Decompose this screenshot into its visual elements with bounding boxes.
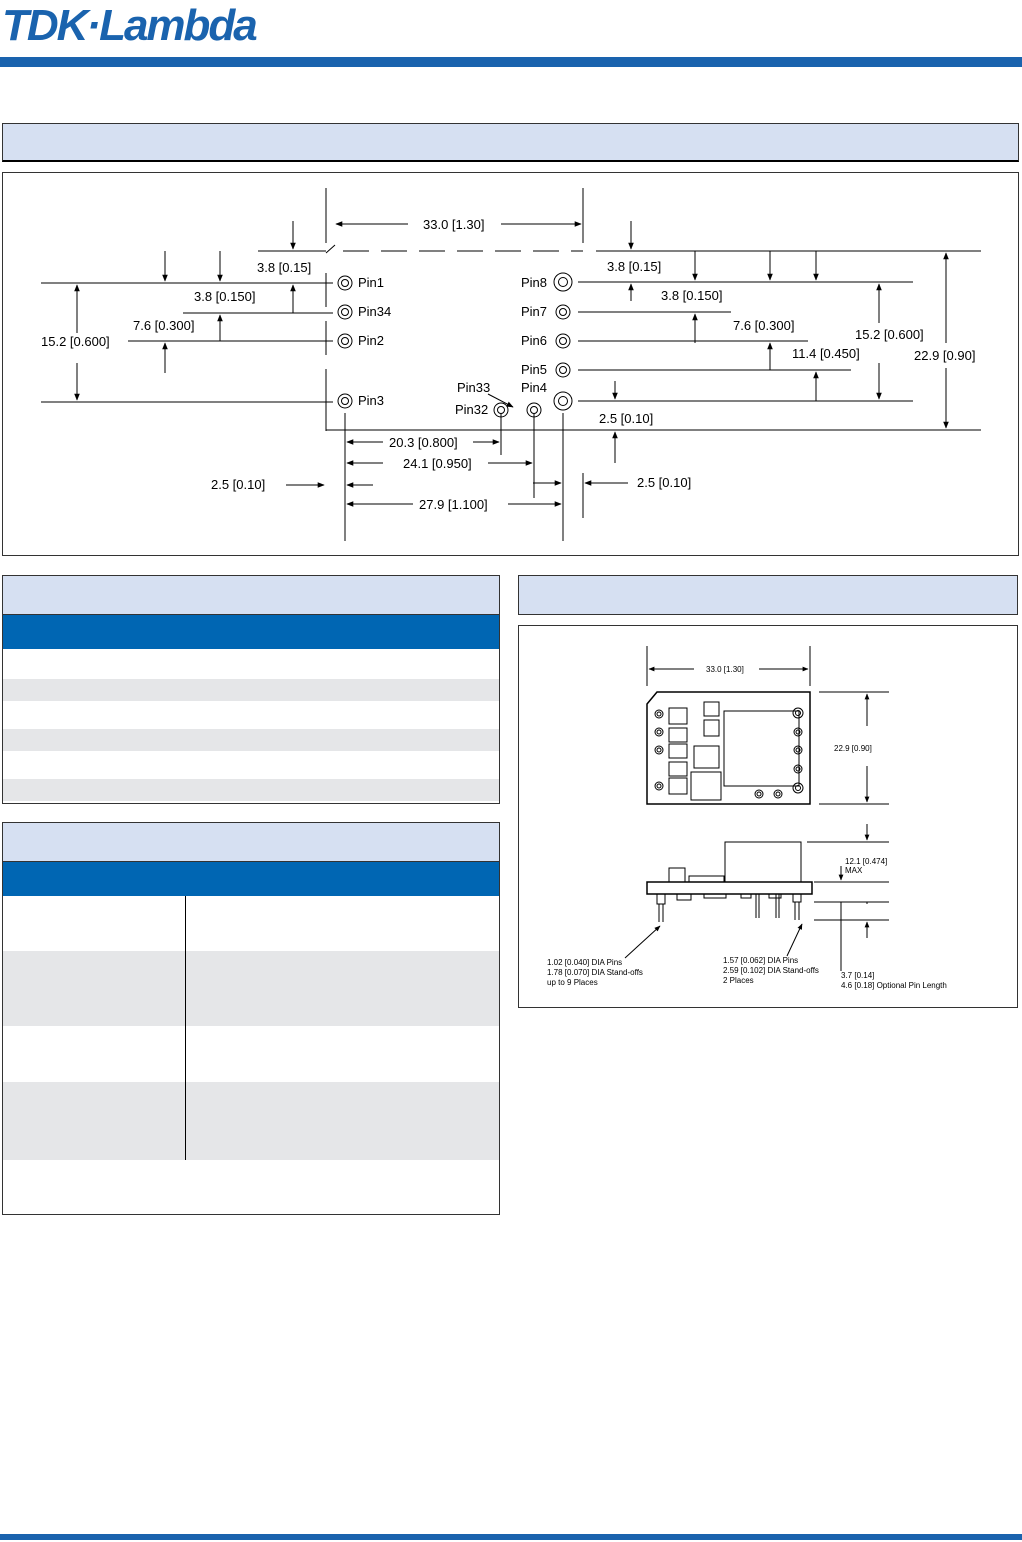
- dim-right-1: 3.8 [0.15]: [607, 259, 661, 274]
- dim-left-1: 3.8 [0.15]: [257, 260, 311, 275]
- dim-right-4: 11.4 [0.450]: [792, 346, 860, 361]
- mech-dim-height: 22.9 [0.90]: [834, 744, 872, 753]
- table2: [2, 861, 500, 1215]
- table-row: [3, 779, 499, 801]
- table2-header: [2, 822, 500, 862]
- mech-dim-width: 33.0 [1.30]: [706, 665, 744, 674]
- note-large-pins-2: 2.59 [0.102] DIA Stand-offs: [723, 966, 819, 975]
- table2-column-divider: [185, 896, 186, 1160]
- table-row: [3, 1082, 499, 1160]
- tdk-lambda-logo: TDK·Lambda: [2, 1, 258, 50]
- mech-dim-max-1: 12.1 [0.474]: [845, 857, 887, 866]
- pin1-label: Pin1: [358, 275, 384, 290]
- footprint-section-header: [2, 123, 1019, 162]
- mechanical-drawing: 33.0 [1.30] 22.9 [0.90] 12.1 [0.474] MAX…: [547, 646, 947, 990]
- dim-bottom-6: 2.5 [0.10]: [637, 475, 691, 490]
- pin3-label: Pin3: [358, 393, 384, 408]
- mechanical-drawing-panel: 33.0 [1.30] 22.9 [0.90] 12.1 [0.474] MAX…: [518, 625, 1018, 1008]
- note-small-pins-3: up to 9 Places: [547, 978, 598, 987]
- note-pin-length-2: 4.6 [0.18] Optional Pin Length: [841, 981, 947, 990]
- footer-bar: [0, 1534, 1022, 1540]
- dim-width: 33.0 [1.30]: [423, 217, 484, 232]
- dim-right-5: 15.2 [0.600]: [855, 327, 924, 342]
- pin2-label: Pin2: [358, 333, 384, 348]
- dim-bottom-5: 27.9 [1.100]: [419, 497, 488, 512]
- mech-dim-max-2: MAX: [845, 866, 863, 875]
- mechanical-section-header: [518, 575, 1018, 615]
- table-row: [3, 649, 499, 679]
- pin8-label: Pin8: [521, 275, 547, 290]
- pin34-label: Pin34: [358, 304, 391, 319]
- dim-bottom-3: 24.1 [0.950]: [403, 456, 472, 471]
- table1-title-row: [3, 615, 499, 649]
- footprint-drawing-panel: 33.0 [1.30] 3.8 [0.15] 3.8 [0.150] 7.6 […: [2, 172, 1019, 556]
- note-small-pins-1: 1.02 [0.040] DIA Pins: [547, 958, 622, 967]
- pin32-label: Pin32: [455, 402, 488, 417]
- table-row: [3, 729, 499, 751]
- pin6-label: Pin6: [521, 333, 547, 348]
- dim-bottom-2: 20.3 [0.800]: [389, 435, 458, 450]
- note-large-pins-1: 1.57 [0.062] DIA Pins: [723, 956, 798, 965]
- dim-left-2: 3.8 [0.150]: [194, 289, 255, 304]
- pin5-label: Pin5: [521, 362, 547, 377]
- pin7-label: Pin7: [521, 304, 547, 319]
- pin4-label: Pin4: [521, 380, 547, 395]
- table-row: [3, 951, 499, 1026]
- table-row: [3, 751, 499, 779]
- table-row: [3, 1026, 499, 1082]
- dim-right-6: 22.9 [0.90]: [914, 348, 975, 363]
- header-bar: [0, 57, 1022, 67]
- dim-bottom-1: 2.5 [0.10]: [599, 411, 653, 426]
- table-row: [3, 701, 499, 729]
- table1-header: [2, 575, 500, 615]
- note-pin-length-1: 3.7 [0.14]: [841, 971, 874, 980]
- table-row: [3, 896, 499, 951]
- dim-right-3: 7.6 [0.300]: [733, 318, 794, 333]
- dim-left-4: 15.2 [0.600]: [41, 334, 110, 349]
- table-row: [3, 1160, 499, 1214]
- note-large-pins-3: 2 Places: [723, 976, 754, 985]
- dim-left-3: 7.6 [0.300]: [133, 318, 194, 333]
- pin33-label: Pin33: [457, 380, 490, 395]
- dim-right-2: 3.8 [0.150]: [661, 288, 722, 303]
- dim-bottom-4: 2.5 [0.10]: [211, 477, 265, 492]
- note-small-pins-2: 1.78 [0.070] DIA Stand-offs: [547, 968, 643, 977]
- footprint-drawing: 33.0 [1.30] 3.8 [0.15] 3.8 [0.150] 7.6 […: [41, 188, 981, 541]
- table1: [2, 614, 500, 804]
- table-row: [3, 679, 499, 701]
- table2-title-row: [3, 862, 499, 896]
